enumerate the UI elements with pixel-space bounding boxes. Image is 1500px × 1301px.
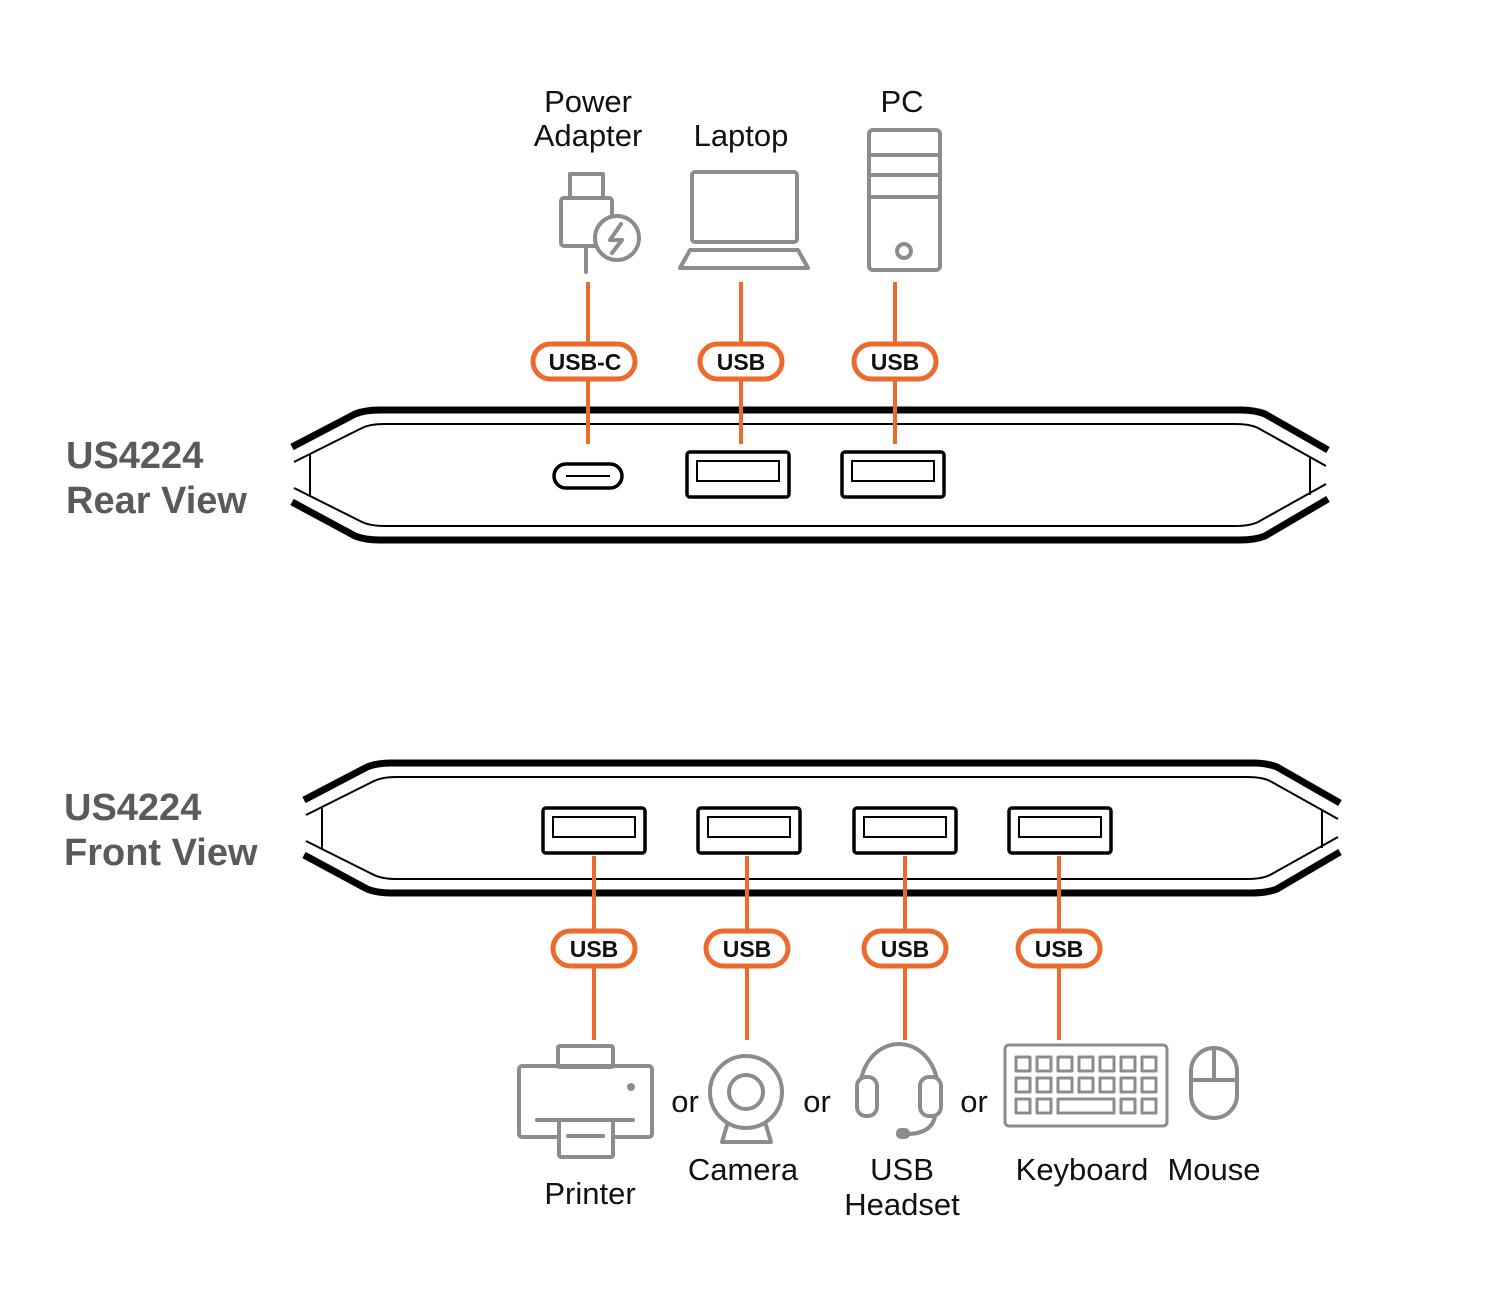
usb-a-port-rear-2	[840, 450, 946, 499]
rear-title-view: Rear View	[66, 480, 247, 522]
usb-a-port-front-2	[696, 806, 802, 855]
svg-text:USB: USB	[881, 936, 930, 962]
or-separator-1: or	[671, 1084, 699, 1119]
printer-label: Printer	[544, 1176, 635, 1211]
usb-a-port-front-3	[852, 806, 958, 855]
badge-usb-front-4: USB	[1015, 928, 1103, 969]
badge-usb-pc: USB	[851, 341, 939, 382]
svg-text:USB: USB	[717, 349, 766, 375]
usb-a-port-front-4	[1007, 806, 1113, 855]
badge-usb-front-2: USB	[703, 928, 791, 969]
front-title-model: US4224	[64, 787, 201, 829]
rear-title-model: US4224	[66, 435, 203, 477]
power-adapter-icon	[559, 172, 641, 274]
headset-icon	[855, 1042, 943, 1139]
keyboard-label: Keyboard	[1016, 1152, 1149, 1187]
front-device-body	[302, 759, 1342, 897]
badge-usb-front-1: USB	[550, 928, 638, 969]
pc-label: PC	[880, 84, 923, 119]
usb-c-port	[552, 462, 624, 490]
camera-icon	[708, 1054, 784, 1144]
headset-label-1: USB	[870, 1152, 934, 1187]
laptop-icon	[678, 170, 810, 270]
laptop-label: Laptop	[694, 118, 789, 153]
svg-text:USB: USB	[871, 349, 920, 375]
badge-usb-c: USB-C	[530, 341, 638, 382]
usb-a-port-rear-1	[685, 450, 791, 499]
usb-a-port-front-1	[541, 806, 647, 855]
or-separator-2: or	[803, 1084, 831, 1119]
power-adapter-label-1: Power	[544, 84, 632, 119]
pc-tower-icon	[867, 128, 942, 272]
rear-device-body	[290, 406, 1330, 544]
power-adapter-label-2: Adapter	[534, 118, 643, 153]
mouse-icon	[1189, 1046, 1239, 1120]
printer-icon	[517, 1044, 654, 1159]
svg-text:USB: USB	[570, 936, 619, 962]
or-separator-3: or	[960, 1084, 988, 1119]
keyboard-icon	[1003, 1043, 1169, 1128]
badge-usb-laptop: USB	[697, 341, 785, 382]
camera-label: Camera	[688, 1152, 799, 1187]
svg-text:USB-C: USB-C	[549, 349, 622, 375]
front-title-view: Front View	[64, 832, 258, 874]
headset-label-2: Headset	[844, 1187, 960, 1222]
mouse-label: Mouse	[1167, 1152, 1260, 1187]
svg-text:USB: USB	[723, 936, 772, 962]
svg-text:USB: USB	[1035, 936, 1084, 962]
badge-usb-front-3: USB	[861, 928, 949, 969]
